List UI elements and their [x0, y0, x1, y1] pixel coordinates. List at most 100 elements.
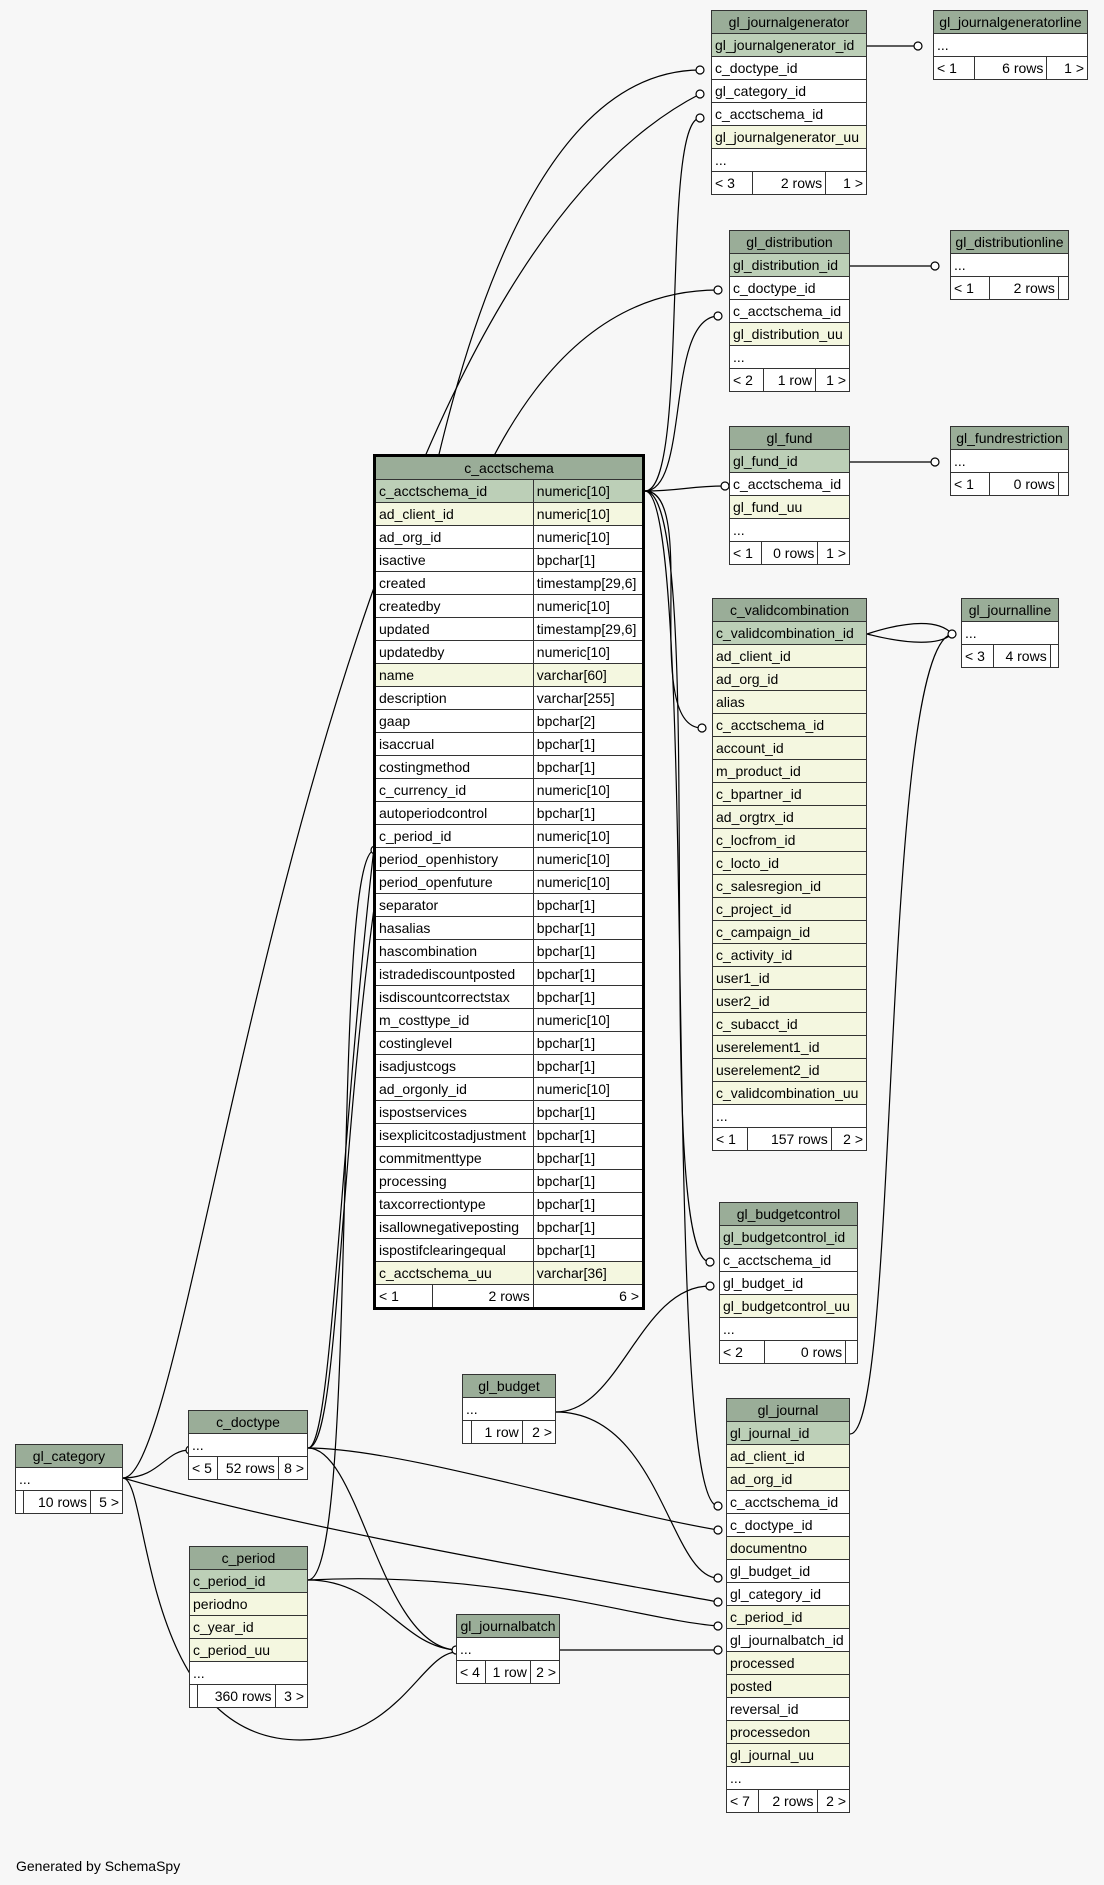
link-journal-journalline — [849, 633, 953, 1435]
children-link[interactable]: 2 > — [816, 1789, 851, 1813]
table-gl-journalgeneratorline[interactable]: gl_journalgeneratorline ... < 1 6 rows 1… — [933, 10, 1088, 80]
children-link[interactable]: 1 > — [817, 541, 850, 565]
table-gl-distributionline[interactable]: gl_distributionline ... < 1 2 rows — [950, 230, 1070, 300]
column-name: ... — [726, 1766, 850, 1790]
column-type: bpchar[1] — [532, 755, 645, 779]
parents-link[interactable] — [188, 1684, 199, 1708]
table-title[interactable]: gl_journalbatch — [456, 1614, 560, 1638]
table-c-doctype[interactable]: c_doctype ... < 5 52 rows 8 > — [187, 1410, 309, 1480]
column-name: c_bpartner_id — [712, 782, 867, 806]
children-link[interactable]: 2 > — [830, 1127, 868, 1151]
table-title[interactable]: gl_journalgenerator — [711, 10, 867, 34]
column-name: ad_client_id — [726, 1444, 850, 1468]
table-gl-distribution[interactable]: gl_distribution gl_distribution_id c_doc… — [729, 230, 851, 392]
parents-link[interactable] — [462, 1420, 472, 1444]
link-doctype-journalbatch — [307, 1447, 457, 1651]
table-gl-budget[interactable]: gl_budget ... 1 row 2 > — [462, 1374, 557, 1444]
table-title[interactable]: gl_journal — [726, 1398, 850, 1422]
parents-link[interactable]: < 1 — [950, 276, 990, 300]
table-title[interactable]: c_validcombination — [712, 598, 867, 622]
children-link[interactable]: 5 > — [90, 1490, 123, 1514]
column-name: reversal_id — [726, 1697, 850, 1721]
parents-link[interactable]: < 2 — [718, 1340, 766, 1364]
link-category-doctype — [122, 1449, 191, 1479]
column-type: bpchar[1] — [532, 1123, 645, 1147]
children-link[interactable] — [1057, 276, 1070, 300]
table-title[interactable]: c_period — [189, 1546, 308, 1570]
table-title[interactable]: gl_journalline — [961, 598, 1059, 622]
column-name: c_acctschema_id — [726, 1490, 850, 1514]
parents-link[interactable]: < 1 — [729, 541, 762, 565]
children-link[interactable] — [1057, 472, 1070, 496]
column-name: c_year_id — [189, 1615, 308, 1639]
column-type: bpchar[1] — [532, 939, 645, 963]
children-link[interactable]: 8 > — [277, 1456, 309, 1480]
table-title[interactable]: gl_category — [15, 1444, 123, 1468]
link-period-journalbatch — [307, 1579, 457, 1651]
parents-link[interactable]: < 1 — [711, 1127, 749, 1151]
row-count: 2 rows — [751, 171, 827, 195]
table-gl-budgetcontrol[interactable]: gl_budgetcontrol gl_budgetcontrol_id c_a… — [718, 1202, 858, 1364]
table-title[interactable]: gl_distributionline — [950, 230, 1069, 254]
parents-link[interactable]: < 4 — [455, 1660, 487, 1684]
parents-link[interactable]: < 5 — [187, 1456, 219, 1480]
children-link[interactable] — [845, 1340, 858, 1364]
table-gl-category[interactable]: gl_category ... 10 rows 5 > — [14, 1444, 123, 1514]
table-c-period[interactable]: c_period c_period_id periodno c_year_id … — [188, 1546, 309, 1708]
parents-link[interactable]: < 3 — [711, 171, 753, 195]
parents-link[interactable]: < 1 — [950, 472, 990, 496]
children-link[interactable] — [1049, 644, 1060, 668]
table-c-validcombination[interactable]: c_validcombination c_validcombination_id… — [711, 598, 868, 1151]
column-name: ispostifclearingequal — [374, 1238, 534, 1262]
column-name: c_project_id — [712, 897, 867, 921]
table-title[interactable]: c_acctschema — [374, 455, 644, 480]
column-name: c_acctschema_id — [729, 299, 850, 323]
table-gl-journalgenerator[interactable]: gl_journalgenerator gl_journalgenerator_… — [711, 10, 867, 195]
table-gl-fund[interactable]: gl_fund gl_fund_id c_acctschema_id gl_fu… — [729, 426, 850, 565]
parents-link[interactable]: < 7 — [725, 1789, 760, 1813]
column-type: timestamp[29,6] — [532, 571, 645, 595]
column-name: c_period_uu — [189, 1638, 308, 1662]
children-link[interactable]: 1 > — [825, 171, 867, 195]
table-title[interactable]: gl_budgetcontrol — [719, 1202, 858, 1226]
link-acctschema-journalgenerator — [644, 117, 701, 492]
children-link[interactable]: 1 > — [1046, 56, 1088, 80]
children-link[interactable]: 3 > — [274, 1684, 309, 1708]
row-count: 0 rows — [988, 472, 1059, 496]
table-title[interactable]: gl_fund — [729, 426, 850, 450]
column-name: ... — [712, 1104, 867, 1128]
column-name: c_campaign_id — [712, 920, 867, 944]
column-type: bpchar[1] — [532, 1054, 645, 1078]
column-name: ... — [961, 621, 1059, 645]
table-title[interactable]: gl_budget — [462, 1374, 556, 1398]
children-link[interactable]: 6 > — [532, 1284, 645, 1309]
parents-link[interactable]: < 1 — [373, 1284, 434, 1309]
parents-link[interactable]: < 3 — [961, 644, 994, 668]
table-gl-journalbatch[interactable]: gl_journalbatch ... < 4 1 row 2 > — [455, 1614, 561, 1684]
table-title[interactable]: gl_fundrestriction — [950, 426, 1069, 450]
column-name: gl_category_id — [711, 79, 867, 103]
column-name: gl_category_id — [726, 1582, 850, 1606]
children-link[interactable]: 2 > — [521, 1420, 557, 1444]
column-name: ... — [950, 253, 1069, 277]
column-type: numeric[10] — [532, 640, 645, 664]
column-name: c_salesregion_id — [712, 874, 867, 898]
table-title[interactable]: c_doctype — [188, 1410, 308, 1434]
parents-link[interactable]: < 2 — [729, 368, 764, 392]
column-name: c_currency_id — [374, 778, 534, 802]
parents-link[interactable] — [14, 1490, 25, 1514]
column-name: gl_journal_id — [726, 1421, 850, 1445]
table-title[interactable]: gl_distribution — [729, 230, 850, 254]
children-link[interactable]: 2 > — [529, 1660, 561, 1684]
table-gl-fundrestriction[interactable]: gl_fundrestriction ... < 1 0 rows — [950, 426, 1070, 496]
column-type: bpchar[2] — [532, 709, 645, 733]
table-title[interactable]: gl_journalgeneratorline — [933, 10, 1088, 34]
table-gl-journal[interactable]: gl_journal gl_journal_id ad_client_id ad… — [725, 1398, 851, 1813]
children-link[interactable]: 1 > — [814, 368, 851, 392]
table-gl-journalline[interactable]: gl_journalline ... < 3 4 rows — [961, 598, 1060, 668]
generated-by-footer: Generated by SchemaSpy — [16, 1858, 181, 1874]
parents-link[interactable]: < 1 — [933, 56, 975, 80]
column-name: istradediscountposted — [374, 962, 534, 986]
